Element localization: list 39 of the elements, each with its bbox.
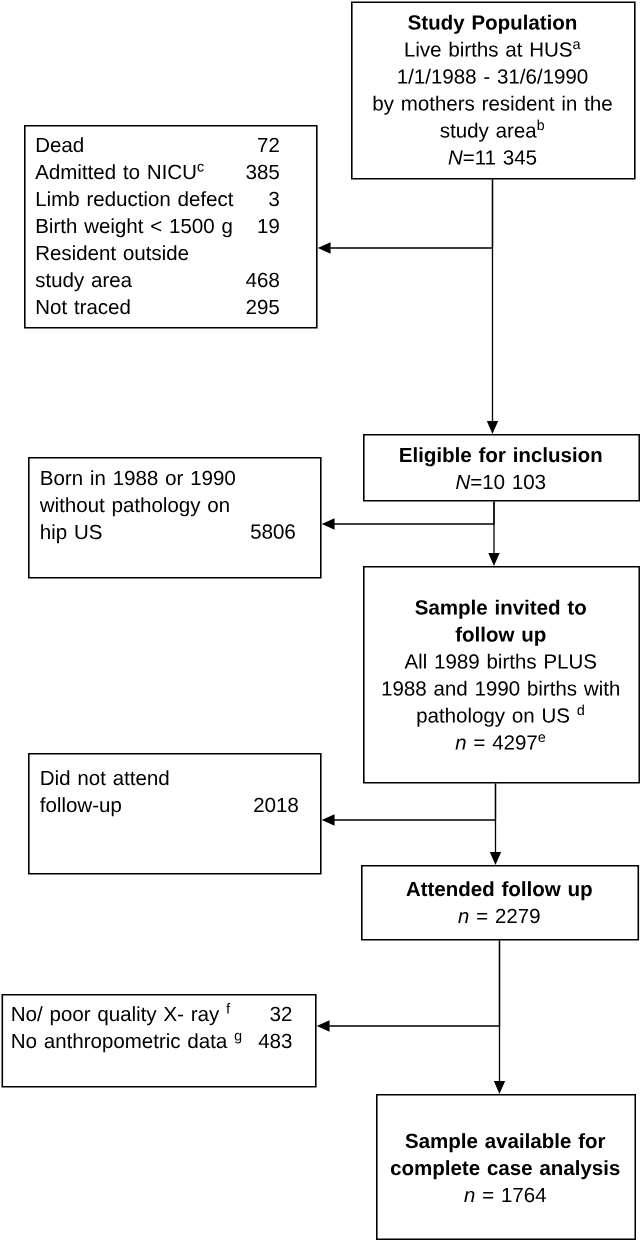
heading: Study Population [408,14,577,34]
sample-size: N=11 345 [448,150,537,165]
flow-box [363,566,640,784]
reason: Birth weight < 1500 g [36,218,232,238]
reason: Dead [36,137,83,153]
reason: Admitted to NICU$^{c}$ [35,163,204,180]
count: 468 [246,272,279,288]
reason: Born in 1988 or 1990 without pathology on hip US [39,470,235,544]
count: 2018 [254,797,298,813]
flow-box [351,1,636,180]
count: 295 [246,299,279,315]
flow-box [376,1094,637,1240]
count: 5806 [251,524,295,539]
sample-size: N=10 103 [456,474,546,490]
sample-size: n = 2279 [458,908,540,924]
sample-size: n = 4297$^{e}$ [455,734,546,750]
flow-box [363,434,640,502]
side-box [28,457,322,579]
count: 19 [258,218,279,234]
reason: No/ poor quality X- ray $^{f}$ [12,1003,231,1026]
body-text: Live births at HUS$^{a}$ 1/1/1988 - 31/6/1990 by mothers resident in the study area$^{b}$ [373,41,612,142]
heading: Sample invited to follow up [415,599,586,646]
flow-box [361,865,640,941]
side-box [28,753,322,875]
side-box [1,994,317,1088]
count: 3 [269,191,279,207]
heading: Eligible for inclusion [400,447,602,467]
count: 72 [258,137,279,152]
count: 385 [246,164,279,180]
heading: Attended follow up [406,881,592,901]
reason: Limb reduction defect [36,191,234,207]
reason: Resident outside study area [35,245,189,292]
reason: Not traced [36,299,130,315]
count: 483 [258,1033,292,1049]
sample-size: n = 1764 [464,1187,546,1203]
side-box [24,125,318,329]
reason: Did not attend follow-up [40,770,169,817]
count: 32 [270,1006,292,1022]
reason: No anthropometric data $^{g}$ [12,1032,242,1053]
